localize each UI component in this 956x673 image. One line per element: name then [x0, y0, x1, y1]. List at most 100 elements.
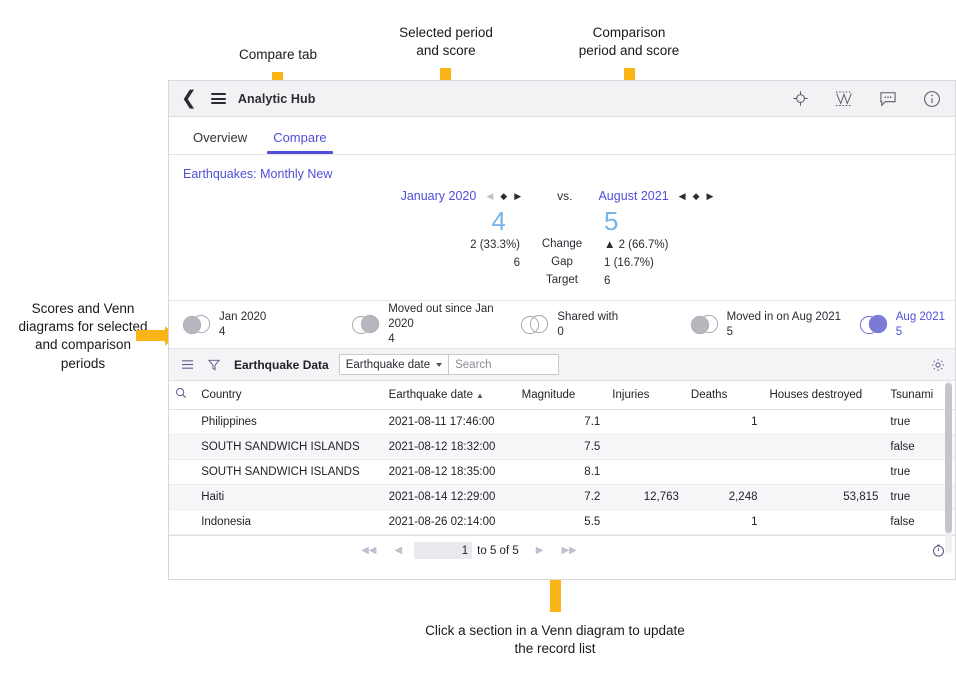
row-spacer	[169, 484, 196, 511]
cell-houses-destroyed	[763, 434, 885, 461]
pagination-range: to 5 of 5	[477, 544, 519, 557]
annotation-compare-tab: Compare tab	[238, 47, 318, 62]
app-header-bar: ❮ Analytic Hub	[169, 81, 955, 117]
cell-country: SOUTH SANDWICH ISLANDS	[195, 434, 383, 461]
venn-value: 4	[219, 325, 226, 338]
cell-magnitude: 7.2	[515, 484, 607, 511]
pagination: ◀◀ ◀ 1 to 5 of 5 ▶ ▶▶	[352, 542, 586, 560]
col-injuries[interactable]: Injuries	[606, 381, 685, 411]
dot-icon[interactable]: ◆	[692, 190, 700, 201]
selected-gap-value: 2 (33.3%)	[470, 238, 520, 251]
comparison-score-value: 5	[604, 206, 619, 236]
list-menu-icon[interactable]	[181, 359, 194, 370]
table-toolbar: Earthquake Data Earthquake date Search	[169, 349, 955, 382]
selected-period-nav: ◀ ◆ ▶	[486, 190, 522, 201]
tab-bar: Overview Compare	[169, 117, 955, 155]
last-page-icon[interactable]: ▶▶	[561, 545, 577, 557]
annotation-selected-period: Selected period and score	[399, 25, 493, 59]
analytics-chart-icon[interactable]	[835, 90, 853, 107]
comment-icon[interactable]	[879, 91, 897, 107]
cell-tsunami: true	[884, 459, 955, 486]
info-icon[interactable]	[923, 90, 941, 108]
cell-country: Philippines	[195, 409, 383, 436]
tab-compare[interactable]: Compare	[267, 130, 334, 154]
dot-icon[interactable]: ◆	[500, 190, 508, 201]
triangle-left-icon[interactable]: ◀	[486, 190, 494, 201]
venn-value: 5	[726, 325, 733, 338]
col-tsunami[interactable]: Tsunami	[884, 381, 955, 411]
table-title: Earthquake Data	[234, 357, 329, 372]
col-earthquake-date-label: Earthquake date	[388, 388, 474, 401]
earthquake-table: Country Earthquake date▲ Magnitude Injur…	[169, 381, 955, 536]
row-spacer	[169, 509, 196, 536]
selected-period-label[interactable]: January 2020	[400, 189, 477, 203]
cell-earthquake-date: 2021-08-11 17:46:00	[382, 409, 516, 436]
table-area: Country Earthquake date▲ Magnitude Injur…	[169, 381, 955, 554]
selected-score-value: 4	[491, 206, 506, 236]
page-number-input[interactable]: 1	[414, 542, 473, 560]
app-header-actions	[792, 90, 941, 108]
dataset-link[interactable]: Earthquakes: Monthly New	[183, 167, 333, 181]
row-spacer	[169, 459, 196, 486]
table-footer: ◀◀ ◀ 1 to 5 of 5 ▶ ▶▶	[169, 535, 955, 566]
comparison-period-label[interactable]: August 2021	[598, 189, 669, 203]
tab-overview[interactable]: Overview	[193, 130, 248, 145]
metric-label-change: Change	[541, 238, 583, 250]
col-deaths[interactable]: Deaths	[684, 381, 764, 411]
cell-injuries	[606, 459, 685, 486]
cell-country: SOUTH SANDWICH ISLANDS	[195, 459, 383, 486]
vs-label: vs.	[557, 189, 573, 203]
cell-injuries	[606, 434, 685, 461]
cell-deaths: 1	[684, 509, 764, 536]
row-spacer	[169, 434, 196, 461]
score-comparison: 4 2 (33.3%) 6 Change Gap Target 5 ▲ 2 (6…	[169, 206, 955, 290]
venn-label-line: Jan 2020	[219, 310, 267, 323]
venn-text: Jan 2020 4	[219, 310, 266, 340]
target-icon[interactable]	[792, 90, 809, 107]
field-select-value: Earthquake date	[345, 358, 431, 371]
refresh-timer-icon[interactable]	[932, 544, 945, 557]
chevron-left-icon[interactable]: ❮	[181, 88, 197, 109]
triangle-left-icon[interactable]: ◀	[678, 190, 686, 201]
cell-earthquake-date: 2021-08-12 18:35:00	[382, 459, 516, 486]
hamburger-menu-icon[interactable]	[210, 91, 226, 107]
table-scrollbar-thumb[interactable]	[945, 383, 952, 534]
next-page-icon[interactable]: ▶	[535, 545, 544, 557]
col-country[interactable]: Country	[195, 381, 383, 411]
prev-page-icon[interactable]: ◀	[394, 545, 403, 557]
col-earthquake-date[interactable]: Earthquake date▲	[382, 381, 516, 411]
col-magnitude[interactable]: Magnitude	[515, 381, 607, 411]
triangle-right-icon[interactable]: ▶	[514, 190, 522, 201]
selected-score-metrics: 2 (33.3%) 6	[414, 237, 520, 273]
triangle-right-icon[interactable]: ▶	[706, 190, 714, 201]
table-header-row: Country Earthquake date▲ Magnitude Injur…	[169, 381, 955, 411]
gear-icon[interactable]	[931, 358, 945, 372]
comparison-score-metrics: ▲ 2 (66.7%) 1 (16.7%) 6	[604, 237, 710, 290]
table-scrollbar[interactable]	[945, 381, 952, 554]
col-houses-destroyed[interactable]: Houses destroyed	[763, 381, 885, 411]
venn-item-0[interactable]: Jan 2020 4	[181, 310, 350, 340]
cell-tsunami: false	[884, 434, 955, 461]
cell-deaths: 2,248	[684, 484, 764, 511]
field-select[interactable]: Earthquake date	[338, 354, 450, 376]
first-page-icon[interactable]: ◀◀	[361, 545, 377, 557]
cell-injuries	[606, 409, 685, 436]
search-input[interactable]: Search	[449, 354, 560, 376]
venn-label-line: Shared with	[557, 310, 619, 323]
cell-houses-destroyed	[763, 459, 885, 486]
filter-funnel-icon[interactable]	[208, 359, 220, 371]
search-icon[interactable]	[169, 381, 196, 411]
venn-label-line: 2020	[388, 318, 414, 331]
